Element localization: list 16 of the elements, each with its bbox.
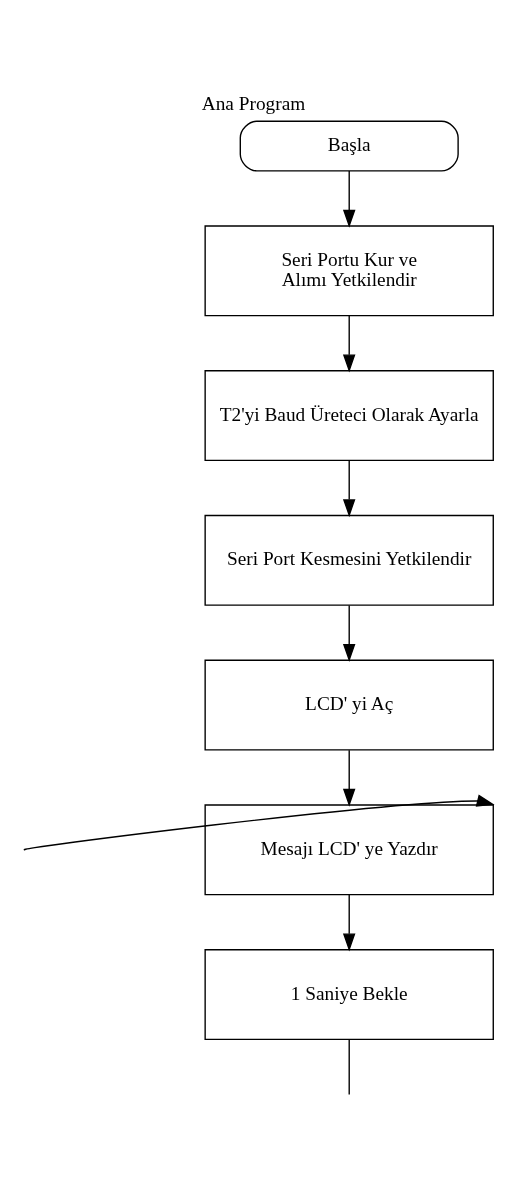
- node-box: Mesajı LCD' ye Yazdır: [204, 803, 494, 895]
- node-box: 1 Saniye Bekle: [204, 948, 494, 1040]
- node-box: Başla: [239, 120, 459, 172]
- node-box: Seri Port Kesmesini Yetkilendir: [204, 514, 494, 606]
- arrow: [24, 793, 495, 850]
- arrow: [342, 314, 356, 372]
- node-box: LCD' yi Aç: [204, 659, 494, 751]
- connector: [348, 1038, 350, 1095]
- node-box: Seri Portu Kur ve Alımı Yetkilendir: [204, 224, 494, 316]
- arrow: [342, 604, 356, 662]
- node-box: T2'yi Baud Üreteci Olarak Ayarla: [204, 369, 494, 461]
- diagram-title: Ana Program: [201, 92, 306, 114]
- arrow: [342, 893, 356, 951]
- arrow: [342, 169, 356, 228]
- arrow: [342, 749, 356, 807]
- arrow: [342, 459, 356, 517]
